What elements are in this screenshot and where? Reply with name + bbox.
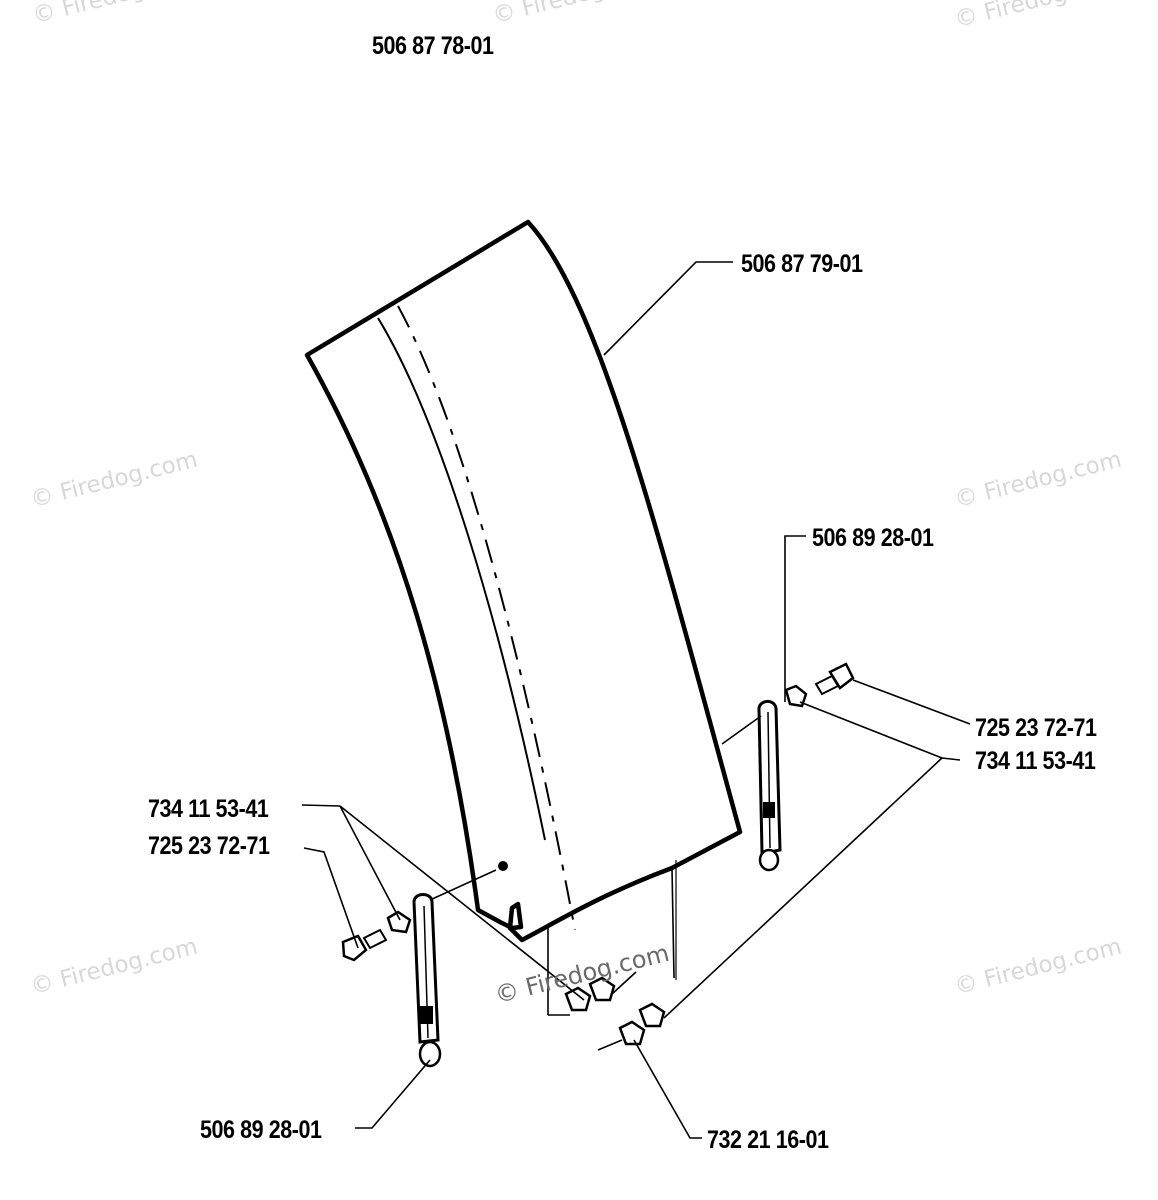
washer-right (784, 684, 808, 708)
label-washer-left: 734 11 53-41 (148, 795, 269, 823)
bracket-left (412, 869, 497, 1068)
label-bracket-left: 506 89 28-01 (200, 1116, 322, 1144)
deflector-plate (304, 219, 743, 1016)
screw-left (341, 928, 388, 962)
screw-right (814, 662, 855, 696)
washer-left (386, 910, 412, 934)
label-bracket-right: 506 89 28-01 (812, 524, 934, 552)
bracket-right (721, 700, 782, 872)
nuts (564, 971, 666, 1051)
label-screw-left: 725 23 72-71 (148, 832, 270, 860)
label-nut: 732 21 16-01 (707, 1126, 829, 1154)
label-screw-right: 725 23 72-71 (975, 714, 1097, 742)
label-washer-right: 734 11 53-41 (975, 747, 1096, 775)
label-deflector: 506 87 79-01 (741, 250, 863, 278)
assembly-number: 506 87 78-01 (372, 32, 494, 60)
leader-lines (301, 261, 971, 1139)
